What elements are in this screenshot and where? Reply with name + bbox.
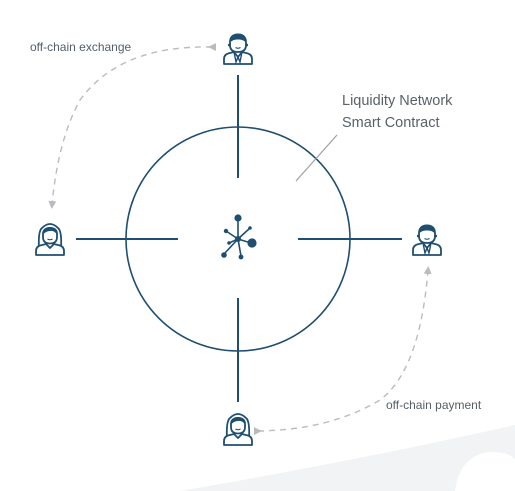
- background-wave: [180, 425, 515, 491]
- bottom-user-icon: [223, 413, 253, 446]
- top-user-icon: [223, 32, 253, 65]
- exchange-arrow: [48, 43, 217, 209]
- left-user-icon: [35, 223, 65, 256]
- contract-pointer-line: [295, 134, 338, 182]
- right-user-icon: [412, 223, 442, 256]
- off-chain-payment-label: off-chain payment: [386, 398, 482, 412]
- contract-label-line1: Liquidity Network: [342, 93, 453, 109]
- network-hub-icon: [221, 214, 257, 260]
- contract-label-line2: Smart Contract: [342, 115, 440, 131]
- background-blob: [455, 452, 515, 491]
- off-chain-exchange-label: off-chain exchange: [30, 40, 132, 54]
